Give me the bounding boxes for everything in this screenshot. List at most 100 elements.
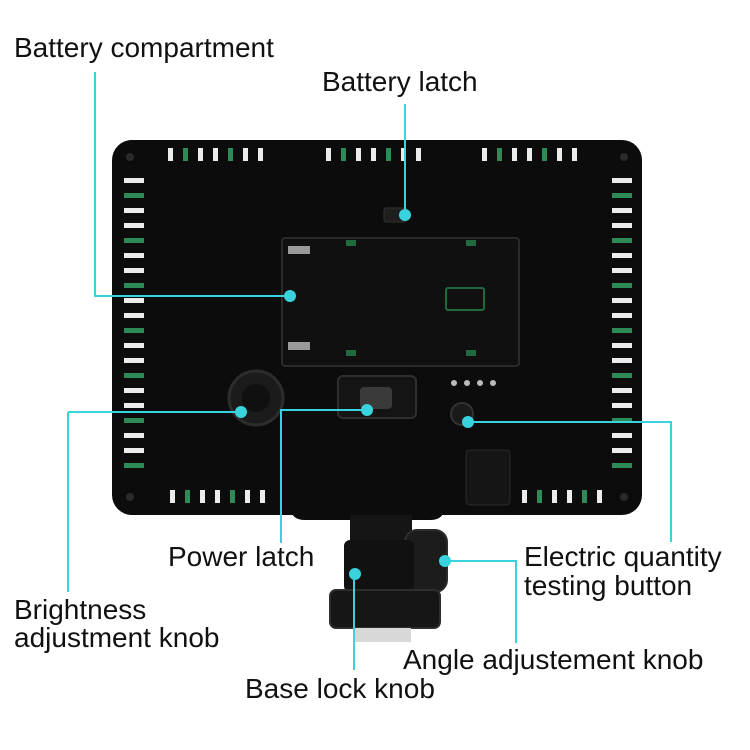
dc-port bbox=[465, 449, 511, 506]
vent-slot bbox=[552, 490, 557, 503]
battery-clip bbox=[346, 350, 356, 356]
vent-slot bbox=[612, 223, 632, 228]
battery-level-dot bbox=[490, 380, 496, 386]
vent-slot bbox=[124, 193, 144, 198]
vent-slot bbox=[612, 463, 632, 468]
vent-slot bbox=[198, 148, 203, 161]
vent-slot bbox=[124, 298, 144, 303]
vent-slot bbox=[401, 148, 406, 161]
vent-slot bbox=[124, 343, 144, 348]
label-angle-adjustment-knob: Angle adjustement knob bbox=[403, 644, 704, 675]
label-brightness-line1: Brightness bbox=[14, 594, 147, 625]
battery-level-dot bbox=[464, 380, 470, 386]
vent-slot bbox=[230, 490, 235, 503]
vent-slot bbox=[612, 433, 632, 438]
vent-slot bbox=[185, 490, 190, 503]
mount-block bbox=[344, 540, 414, 592]
vent-slot bbox=[326, 148, 331, 161]
vent-slot bbox=[124, 223, 144, 228]
vent-slot bbox=[527, 148, 532, 161]
vent-slot bbox=[612, 283, 632, 288]
vent-slot bbox=[612, 448, 632, 453]
battery-tab bbox=[445, 287, 485, 311]
vent-slot bbox=[612, 373, 632, 378]
power-latch[interactable] bbox=[360, 387, 392, 409]
vent-column-left bbox=[124, 178, 144, 468]
vent-slot bbox=[124, 448, 144, 453]
screw-icon bbox=[620, 493, 628, 501]
vent-slot bbox=[612, 268, 632, 273]
label-electric-quantity-line2: testing button bbox=[524, 570, 693, 601]
vent-column-right bbox=[612, 178, 632, 468]
battery-clip bbox=[466, 350, 476, 356]
vent-slot bbox=[168, 148, 173, 161]
vent-slot bbox=[124, 463, 144, 468]
vent-slot bbox=[124, 178, 144, 183]
vent-slot bbox=[512, 148, 517, 161]
vent-slot bbox=[213, 148, 218, 161]
battery-level-dot bbox=[477, 380, 483, 386]
vent-slot bbox=[215, 490, 220, 503]
vent-slot bbox=[497, 148, 502, 161]
vent-slot bbox=[612, 418, 632, 423]
vent-slot bbox=[567, 490, 572, 503]
battery-clip bbox=[346, 240, 356, 246]
screw-icon bbox=[620, 153, 628, 161]
label-battery-compartment: Battery compartment bbox=[14, 32, 274, 63]
vent-slot bbox=[537, 490, 542, 503]
screw-icon bbox=[126, 493, 134, 501]
vent-slot bbox=[482, 148, 487, 161]
vent-slot bbox=[542, 148, 547, 161]
vent-slot bbox=[124, 253, 144, 258]
vent-slot bbox=[356, 148, 361, 161]
battery-level-dot bbox=[451, 380, 457, 386]
vent-slot bbox=[612, 238, 632, 243]
vent-slot bbox=[183, 148, 188, 161]
vent-slot bbox=[582, 490, 587, 503]
vent-slot bbox=[200, 490, 205, 503]
vent-slot bbox=[557, 148, 562, 161]
vent-slot bbox=[243, 148, 248, 161]
vent-slot bbox=[612, 343, 632, 348]
leader-dots bbox=[235, 209, 474, 580]
label-battery-latch: Battery latch bbox=[322, 66, 478, 97]
vent-slot bbox=[124, 208, 144, 213]
vent-slot bbox=[124, 373, 144, 378]
vent-slot bbox=[612, 388, 632, 393]
vent-slot bbox=[572, 148, 577, 161]
vent-slot bbox=[124, 268, 144, 273]
leader-lines bbox=[67, 72, 672, 670]
vent-slot bbox=[386, 148, 391, 161]
vent-slot bbox=[124, 238, 144, 243]
battery-compartment bbox=[281, 237, 520, 367]
vent-slot bbox=[124, 388, 144, 393]
vent-row-top bbox=[168, 148, 577, 161]
vent-slot bbox=[258, 148, 263, 161]
vent-slot bbox=[124, 283, 144, 288]
vent-slot bbox=[228, 148, 233, 161]
hot-shoe-base bbox=[355, 628, 411, 642]
vent-slot bbox=[612, 358, 632, 363]
vent-slot bbox=[260, 490, 265, 503]
vent-slot bbox=[522, 490, 527, 503]
vent-slot bbox=[612, 178, 632, 183]
vent-slot bbox=[170, 490, 175, 503]
vent-slot bbox=[371, 148, 376, 161]
screw-icon bbox=[126, 153, 134, 161]
battery-clip bbox=[466, 240, 476, 246]
label-brightness-line2: adjustment knob bbox=[14, 622, 220, 653]
vent-slot bbox=[124, 433, 144, 438]
vent-slot bbox=[597, 490, 602, 503]
vent-slot bbox=[124, 358, 144, 363]
vent-slot bbox=[124, 313, 144, 318]
vent-slot bbox=[612, 328, 632, 333]
base-lock-knob[interactable] bbox=[329, 589, 441, 629]
vent-slot bbox=[612, 403, 632, 408]
label-electric-quantity-line1: Electric quantity bbox=[524, 541, 722, 572]
vent-slot bbox=[612, 208, 632, 213]
vent-slot bbox=[612, 193, 632, 198]
brightness-knob-center bbox=[242, 384, 270, 412]
battery-contact bbox=[288, 246, 310, 254]
vent-slot bbox=[245, 490, 250, 503]
